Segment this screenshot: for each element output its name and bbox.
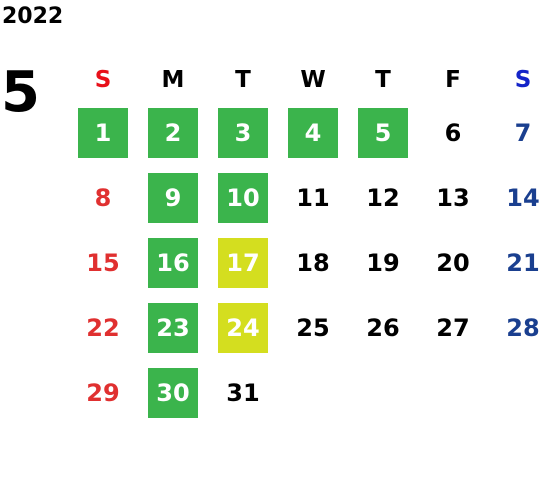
calendar-day[interactable]: 11: [296, 183, 330, 212]
calendar-day[interactable]: 8: [94, 183, 112, 212]
calendar-day[interactable]: 12: [366, 183, 400, 212]
calendar-day[interactable]: 18: [296, 248, 330, 277]
weekday-fri: F: [445, 67, 461, 93]
calendar-week-row: 8 9 10 11 12 13 14: [68, 165, 548, 230]
day-cell: 26: [348, 295, 418, 360]
calendar-day[interactable]: 4: [288, 107, 338, 158]
calendar-year: 2022: [2, 4, 64, 29]
calendar-day[interactable]: 3: [218, 107, 268, 158]
weekday-tue: T: [235, 67, 251, 93]
day-cell: [488, 360, 548, 425]
calendar-day[interactable]: 14: [506, 183, 540, 212]
calendar-week-row: 29 30 31: [68, 360, 548, 425]
calendar-day[interactable]: 19: [366, 248, 400, 277]
day-cell: 22: [68, 295, 138, 360]
calendar-day[interactable]: 30: [148, 367, 198, 418]
day-cell: 14: [488, 165, 548, 230]
day-cell: 23: [138, 295, 208, 360]
day-cell: [348, 360, 418, 425]
day-cell: 25: [278, 295, 348, 360]
calendar-day[interactable]: 29: [86, 378, 120, 407]
calendar-day[interactable]: 31: [226, 378, 260, 407]
calendar-day[interactable]: 28: [506, 313, 540, 342]
day-cell: 5: [348, 100, 418, 165]
day-cell: 29: [68, 360, 138, 425]
day-cell: 10: [208, 165, 278, 230]
calendar-day[interactable]: 7: [514, 118, 532, 147]
calendar-month: 5: [1, 60, 40, 125]
calendar-week-row: 15 16 17 18 19 20 21: [68, 230, 548, 295]
calendar-day[interactable]: 16: [148, 237, 198, 288]
day-cell: 17: [208, 230, 278, 295]
day-cell: 8: [68, 165, 138, 230]
calendar-day[interactable]: 9: [148, 172, 198, 223]
calendar-day-empty: [428, 368, 478, 418]
calendar-day-empty: [498, 368, 548, 418]
calendar-day[interactable]: 21: [506, 248, 540, 277]
calendar-day[interactable]: 22: [86, 313, 120, 342]
day-cell: 9: [138, 165, 208, 230]
day-cell: 1: [68, 100, 138, 165]
day-cell: 16: [138, 230, 208, 295]
day-cell: 21: [488, 230, 548, 295]
day-cell: 30: [138, 360, 208, 425]
day-cell: 3: [208, 100, 278, 165]
day-cell: [418, 360, 488, 425]
day-cell: 11: [278, 165, 348, 230]
calendar-day[interactable]: 10: [218, 172, 268, 223]
calendar-day[interactable]: 5: [358, 107, 408, 158]
calendar-day[interactable]: 2: [148, 107, 198, 158]
day-cell: 18: [278, 230, 348, 295]
day-cell: 20: [418, 230, 488, 295]
calendar-day-empty: [288, 368, 338, 418]
calendar-day[interactable]: 24: [218, 302, 268, 353]
calendar-day[interactable]: 6: [444, 118, 462, 147]
day-cell: 6: [418, 100, 488, 165]
day-cell: 12: [348, 165, 418, 230]
calendar-day[interactable]: 23: [148, 302, 198, 353]
day-cell: 7: [488, 100, 548, 165]
weekday-sat: S: [514, 67, 532, 93]
day-cell: 28: [488, 295, 548, 360]
calendar-day[interactable]: 25: [296, 313, 330, 342]
calendar-day[interactable]: 20: [436, 248, 470, 277]
calendar-week-row: 22 23 24 25 26 27 28: [68, 295, 548, 360]
weekday-thu: T: [375, 67, 391, 93]
weekday-mon: M: [161, 67, 185, 93]
day-cell: [278, 360, 348, 425]
day-cell: 27: [418, 295, 488, 360]
calendar-day[interactable]: 17: [218, 237, 268, 288]
day-cell: 19: [348, 230, 418, 295]
calendar-day[interactable]: 13: [436, 183, 470, 212]
day-cell: 2: [138, 100, 208, 165]
day-cell: 15: [68, 230, 138, 295]
calendar-day[interactable]: 15: [86, 248, 120, 277]
weekday-wed: W: [300, 67, 326, 93]
weekday-sun: S: [94, 67, 112, 93]
day-cell: 4: [278, 100, 348, 165]
day-cell: 13: [418, 165, 488, 230]
day-cell: 24: [208, 295, 278, 360]
day-cell: 31: [208, 360, 278, 425]
calendar-day[interactable]: 26: [366, 313, 400, 342]
weekday-header-row: S M T W T F S: [68, 60, 548, 100]
calendar-day[interactable]: 27: [436, 313, 470, 342]
calendar-day-empty: [358, 368, 408, 418]
calendar-day[interactable]: 1: [78, 107, 128, 158]
